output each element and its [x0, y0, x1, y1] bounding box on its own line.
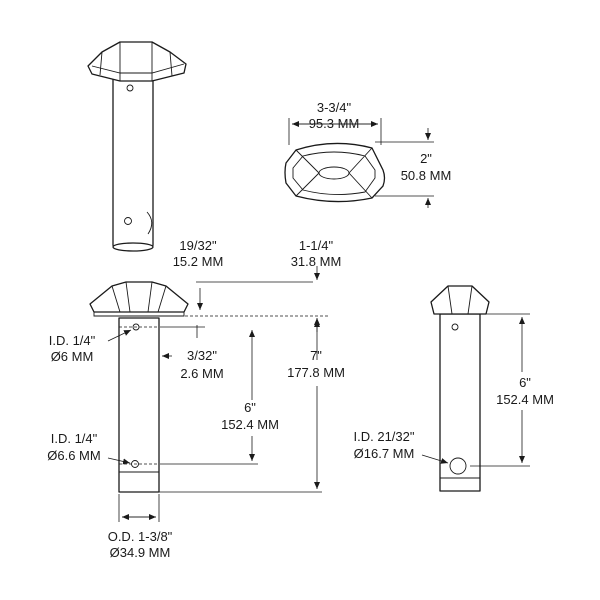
top-facet-lines: [295, 147, 373, 199]
front-head-facets: [111, 281, 167, 313]
top-height-in: 2": [420, 151, 432, 166]
top-width-mm: 95.3 MM: [309, 116, 360, 131]
top-height-mm: 50.8 MM: [401, 168, 452, 183]
iso-cross-hole: [146, 211, 153, 235]
iso-head: [87, 41, 187, 82]
length-in: 7": [310, 348, 322, 363]
side-span-mm: 152.4 MM: [496, 392, 554, 407]
iso-shaft-end: [112, 242, 154, 252]
hole-span-mm: 152.4 MM: [221, 417, 279, 432]
iso-hole-bottom: [124, 217, 132, 225]
front-hole-bottom: [131, 460, 139, 468]
front-view: 19/32" 15.2 MM 1-1/4" 31.8 MM I.D. 1/4" …: [47, 238, 345, 560]
iso-head-edge: [91, 63, 185, 74]
front-head: [89, 281, 189, 313]
side-head-facets: [447, 285, 473, 315]
iso-shaft: [112, 74, 154, 248]
head-total-in: 1-1/4": [299, 238, 334, 253]
top-view: 3-3/4" 95.3 MM 2" 50.8 MM: [284, 100, 452, 208]
head-height-in: 19/32": [179, 238, 217, 253]
length-mm: 177.8 MM: [287, 365, 345, 380]
side-hole-top: [451, 323, 459, 331]
top-width-in: 3-3/4": [317, 100, 352, 115]
iso-hole-top: [126, 84, 134, 92]
id2-mm: Ø6.6 MM: [47, 448, 100, 463]
front-hole-top: [132, 323, 140, 331]
side-shaft: [439, 313, 481, 492]
iso-head-facets: [99, 42, 173, 81]
side-head: [430, 285, 490, 315]
front-shaft: [118, 317, 160, 493]
od-mm: Ø34.9 MM: [110, 545, 171, 560]
hole-span-in: 6": [244, 400, 256, 415]
isometric-view: [87, 41, 187, 252]
side-span-in: 6": [519, 375, 531, 390]
top-head-inner: [292, 151, 376, 195]
front-head-base: [93, 312, 185, 317]
side-cross-hole: [449, 457, 467, 475]
id3-mm: Ø16.7 MM: [354, 446, 415, 461]
head-height-mm: 15.2 MM: [173, 254, 224, 269]
id3-in: I.D. 21/32": [354, 429, 415, 444]
od-in: O.D. 1-3/8": [108, 529, 173, 544]
hole-offset-mm: 2.6 MM: [180, 366, 223, 381]
id2-in: I.D. 1/4": [51, 431, 98, 446]
hole-offset-in: 3/32": [187, 348, 217, 363]
id1-in: I.D. 1/4": [49, 333, 96, 348]
head-total-mm: 31.8 MM: [291, 254, 342, 269]
id1-mm: Ø6 MM: [51, 349, 94, 364]
side-view: 6" 152.4 MM I.D. 21/32" Ø16.7 MM: [354, 285, 554, 492]
